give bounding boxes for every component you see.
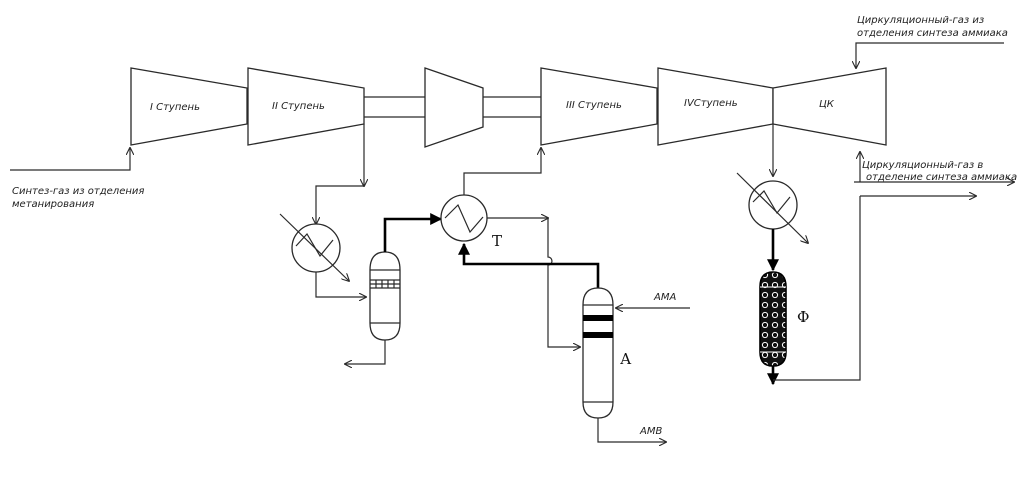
- ama-label: АМА: [653, 292, 676, 303]
- filter-vessel: Ф: [759, 271, 809, 386]
- filter-label: Ф: [797, 308, 809, 326]
- shaft-left: [364, 96, 425, 118]
- circ-out-label-1: Циркуляционный-газ в: [862, 160, 983, 171]
- shaft-right: [483, 96, 541, 118]
- syngas-label-1: Синтез-газ из отделения: [12, 186, 144, 197]
- stage2-outlet-stream: [316, 124, 364, 224]
- absorber-to-exchanger: [458, 242, 600, 288]
- absorber-column: А: [582, 287, 632, 419]
- circulation-compressor: ЦК: [772, 67, 887, 146]
- stage-4-label: IVСтупень: [684, 98, 738, 109]
- circulation-gas-inlet: Циркуляционный-газ из отделения синтеза …: [856, 15, 1008, 68]
- exchanger-to-stage3: [463, 148, 541, 195]
- exchanger-label: Т: [492, 232, 502, 250]
- turbine-drive: [424, 67, 484, 148]
- absorber-label: А: [620, 350, 632, 368]
- compressor-stage-2: II Ступень: [247, 67, 365, 146]
- stage-3-label: III Ступень: [566, 100, 622, 111]
- ama-inlet-stream: АМА: [616, 292, 690, 308]
- separator-to-exchanger: [383, 213, 443, 252]
- stage-2-label: II Ступень: [272, 101, 325, 112]
- circulation-gas-outlet: Циркуляционный-газ в отделение синтеза а…: [773, 152, 1017, 381]
- amv-label: АМВ: [639, 426, 662, 437]
- compressor-stage-1: I Ступень: [130, 67, 248, 146]
- ck-label: ЦК: [819, 99, 835, 110]
- circ-in-label-2: отделения синтеза аммиака: [857, 28, 1008, 39]
- intercooler-1: [279, 213, 366, 297]
- syngas-label-2: метанирования: [12, 199, 94, 210]
- intercooler-2: [736, 172, 808, 272]
- circ-out-label-2: отделение синтеза аммиака: [866, 172, 1017, 183]
- heat-exchanger-t: Т: [440, 194, 502, 250]
- stage-1-label: I Ступень: [150, 102, 200, 113]
- separator-vessel: [345, 251, 401, 364]
- circ-in-label-1: Циркуляционный-газ из: [857, 15, 984, 26]
- compressor-stage-4: IVСтупень: [657, 67, 774, 146]
- syngas-feed-stream: Синтез-газ из отделения метанирования: [10, 148, 144, 210]
- amv-outlet-stream: АМВ: [597, 418, 666, 442]
- separator-packing: [370, 279, 400, 289]
- compressor-stage-3: III Ступень: [540, 67, 658, 146]
